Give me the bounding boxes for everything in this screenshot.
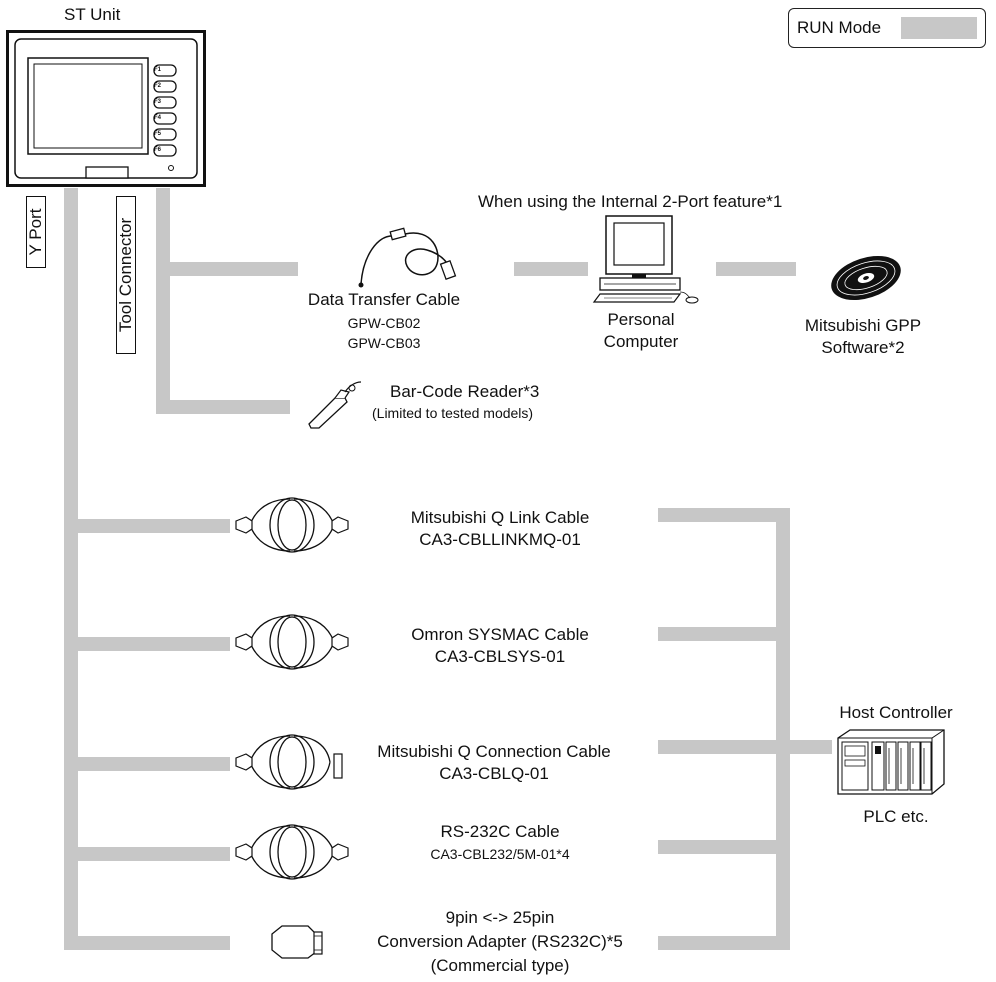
bar-code-reader-name: Bar-Code Reader*3 [390, 382, 540, 401]
host-branch-sysmac [658, 627, 790, 641]
function-key-f3: F3 [154, 99, 162, 105]
tool-connector-trunk [156, 188, 170, 414]
function-key-f5: F5 [154, 131, 162, 137]
gpp-software-label-2: Software*2 [821, 338, 905, 357]
sysmac-cable-model: CA3-CBLSYS-01 [434, 647, 566, 666]
q-link-cable-model: CA3-CBLLINKMQ-01 [419, 530, 581, 549]
function-key-group [153, 64, 177, 157]
y-port-branch-qlink [64, 519, 230, 533]
adapter-label-1: 9pin <-> 25pin [445, 908, 555, 927]
bar-code-reader-icon [308, 381, 362, 429]
data-transfer-cable-icon [358, 227, 457, 288]
host-branch-controller [658, 740, 832, 754]
rs232c-cable-icon [235, 824, 349, 880]
personal-computer-icon [592, 215, 699, 304]
rs232c-cable-name: RS-232C Cable [440, 822, 560, 841]
host-branch-qlink [658, 508, 790, 522]
personal-computer-label-1: Personal [607, 310, 675, 329]
y-port-trunk [64, 188, 78, 950]
y-port-label: Y Port [26, 196, 46, 268]
bar-code-reader-note: (Limited to tested models) [372, 405, 534, 421]
host-trunk [776, 519, 790, 950]
function-key-f6: F6 [154, 147, 162, 153]
rs232c-cable-model: CA3-CBL232/5M-01*4 [430, 846, 570, 862]
tool-branch-data-transfer [156, 262, 298, 276]
adapter-label-3: (Commercial type) [430, 956, 570, 975]
host-controller-title: Host Controller [839, 703, 953, 722]
y-port-branch-adapter [64, 936, 230, 950]
adapter-label-2: Conversion Adapter (RS232C)*5 [377, 932, 623, 951]
function-key-f2: F2 [154, 83, 162, 89]
run-mode-box: RUN Mode [788, 8, 986, 48]
plc-icon [837, 729, 945, 795]
gpp-software-disc-icon [831, 255, 901, 301]
personal-computer-label-2: Computer [603, 332, 679, 351]
conversion-adapter-icon [271, 925, 323, 959]
gpp-software-label-1: Mitsubishi GPP [804, 316, 922, 335]
q-connection-cable-name: Mitsubishi Q Connection Cable [377, 742, 611, 761]
y-port-branch-qconn [64, 757, 230, 771]
data-transfer-cable-model-2: GPW-CB03 [347, 335, 421, 351]
tool-branch-barcode [156, 400, 290, 414]
st-unit-device-icon [6, 30, 206, 187]
q-link-cable-icon [235, 497, 349, 553]
function-key-f4: F4 [154, 115, 162, 121]
st-unit-title: ST Unit [64, 5, 121, 24]
link-cable-to-pc [514, 262, 588, 276]
q-connection-cable-model: CA3-CBLQ-01 [439, 764, 549, 783]
link-pc-to-software [716, 262, 796, 276]
q-link-cable-name: Mitsubishi Q Link Cable [410, 508, 590, 527]
sysmac-cable-icon [235, 614, 349, 670]
function-key-f1: F1 [154, 67, 162, 73]
y-port-branch-sysmac [64, 637, 230, 651]
sysmac-cable-name: Omron SYSMAC Cable [411, 625, 589, 644]
y-port-branch-rs232c [64, 847, 230, 861]
host-branch-adapter [658, 936, 790, 950]
host-branch-rs232c [658, 840, 790, 854]
host-controller-subtitle: PLC etc. [863, 807, 929, 826]
q-connection-cable-icon [235, 734, 343, 790]
run-mode-label: RUN Mode [797, 18, 882, 37]
data-transfer-cable-model-1: GPW-CB02 [347, 315, 421, 331]
run-mode-highlight [901, 17, 977, 39]
tool-connector-label: Tool Connector [116, 196, 136, 354]
data-transfer-cable-name: Data Transfer Cable [307, 290, 461, 309]
internal-2port-note: When using the Internal 2-Port feature*1 [478, 192, 783, 211]
